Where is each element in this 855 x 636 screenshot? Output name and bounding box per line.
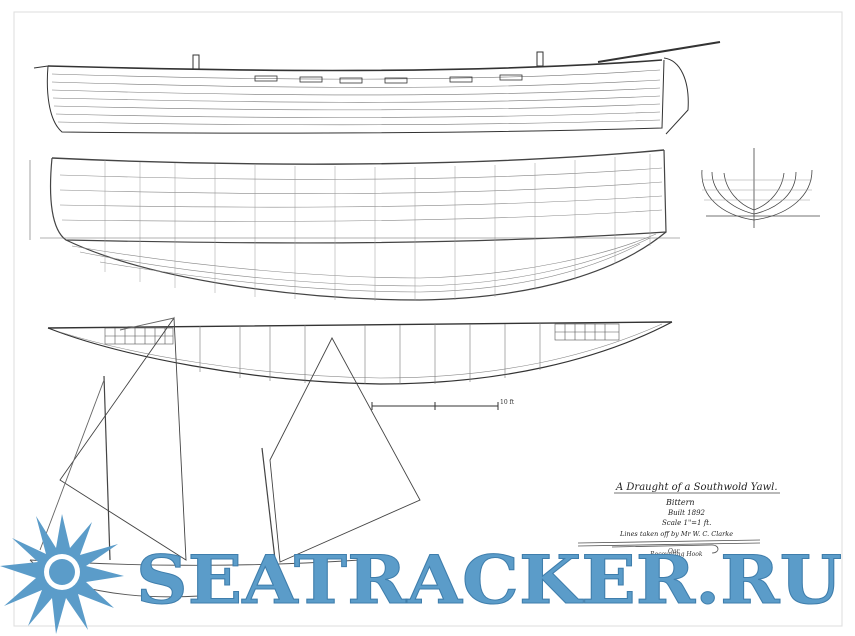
drawing-frame — [13, 11, 843, 627]
oar-label: Oar — [668, 548, 680, 555]
built-year: Built 1892 — [667, 509, 706, 517]
drawing-title: A Draught of a Southwold Yawl. — [615, 482, 778, 493]
lines-credit: Lines taken off by Mr W. C. Clarke — [619, 530, 733, 538]
hook-drawing — [611, 544, 719, 554]
sunburst-logo-icon — [0, 514, 124, 634]
oar-drawing — [577, 539, 761, 547]
scale-bar-label: 10 ft — [500, 399, 515, 406]
body-plan-view — [701, 148, 820, 228]
hook-label: Recovering Hook — [649, 551, 703, 558]
hull-lines-view — [29, 149, 680, 301]
scale-bar — [371, 402, 499, 410]
drawing-scale: Scale 1"=1 ft. — [662, 519, 711, 527]
hull-profile-view — [33, 41, 721, 135]
title-block: A Draught of a Southwold Yawl. Bittern B… — [614, 482, 780, 538]
hull-plan-view — [47, 321, 673, 385]
boat-name: Bittern — [665, 498, 695, 507]
watermark-text: SEATRACKER.RU — [136, 541, 842, 619]
